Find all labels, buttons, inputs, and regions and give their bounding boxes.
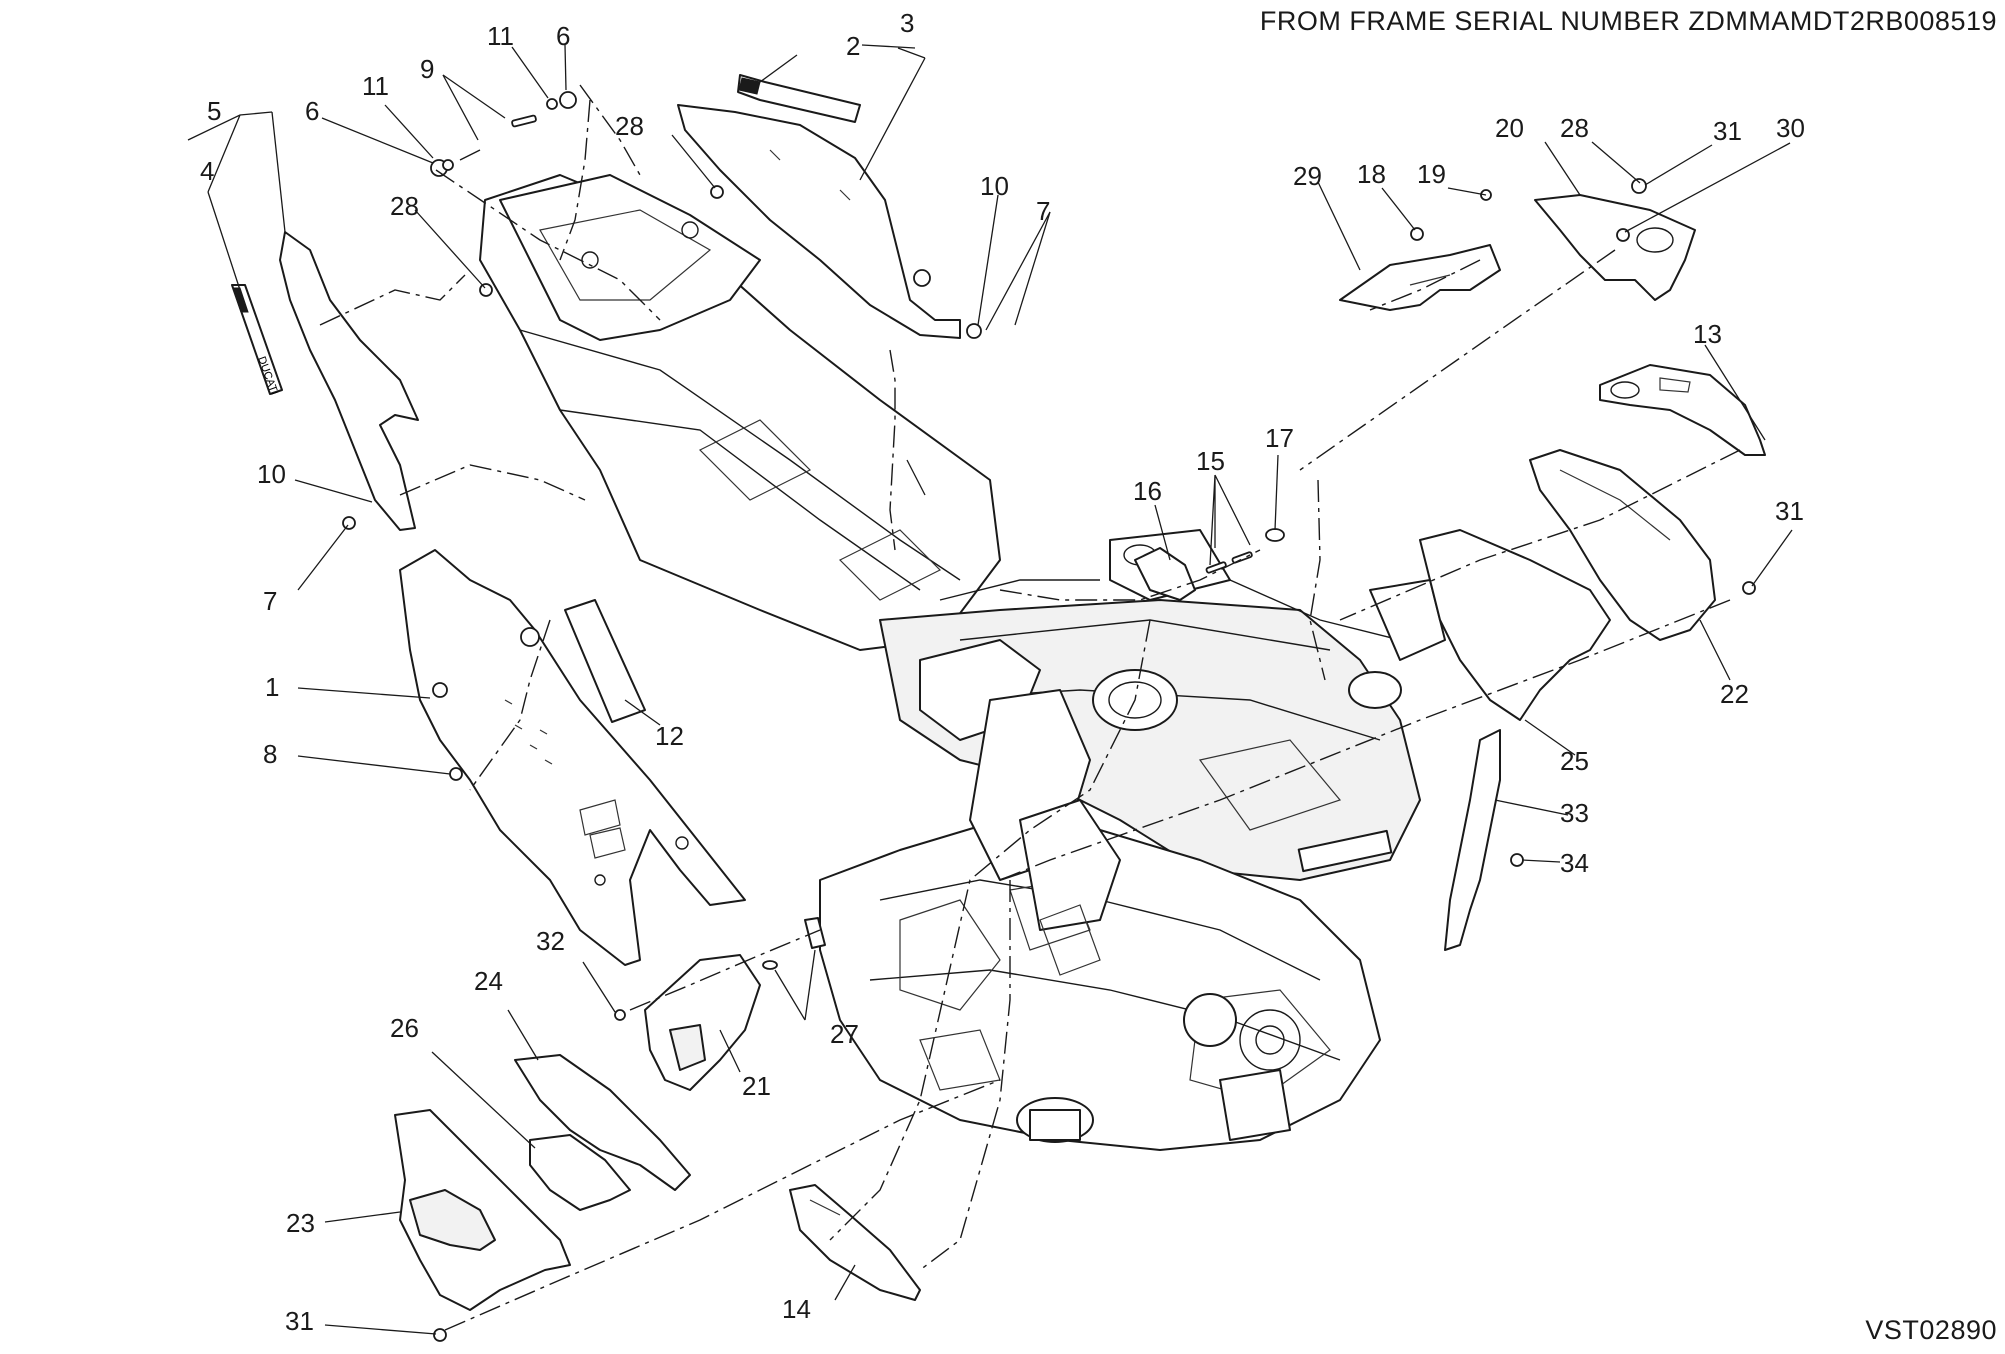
bolt-34 (1510, 853, 1524, 867)
part-21-cover (644, 954, 761, 1091)
part-33-bracket (1444, 729, 1501, 951)
nut-7-right (966, 323, 982, 339)
part-14-heat-shield (789, 1184, 921, 1301)
washer-6-top (559, 91, 577, 109)
callout-20: 20 (1495, 113, 1524, 143)
callout-13: 13 (1693, 319, 1722, 349)
callout-11-left: 11 (362, 71, 389, 101)
part-29-bracket (1339, 244, 1501, 311)
callout-9: 9 (420, 54, 434, 84)
callout-16: 16 (1133, 476, 1162, 506)
callout-33: 33 (1560, 798, 1589, 828)
callout-23: 23 (286, 1208, 315, 1238)
bolt-32 (614, 1009, 626, 1021)
bolt-31-top (1631, 178, 1647, 194)
upper-fairing-shell (677, 104, 961, 339)
callout-2: 2 (846, 31, 860, 61)
bolt-31-bottom (433, 1328, 447, 1342)
callout-12: 12 (655, 721, 684, 751)
callout-32: 32 (536, 926, 565, 956)
callout-24: 24 (474, 966, 503, 996)
callout-34: 34 (1560, 848, 1589, 878)
clip-28-center (710, 185, 724, 199)
callout-28-center: 28 (615, 111, 644, 141)
part-24-cover (514, 1054, 691, 1191)
callout-10-left: 10 (257, 459, 286, 489)
callout-25: 25 (1560, 746, 1589, 776)
nut-8 (449, 767, 463, 781)
callout-6-top: 6 (556, 21, 570, 51)
callout-15: 15 (1196, 446, 1225, 476)
frame-and-engine-assembly (479, 174, 1446, 1151)
callout-19: 19 (1417, 159, 1446, 189)
callout-10-right: 10 (980, 171, 1009, 201)
fasteners (342, 91, 1756, 1342)
callout-29: 29 (1293, 161, 1322, 191)
callout-22: 22 (1720, 679, 1749, 709)
part-26-pad (529, 1134, 631, 1211)
bolt-18 (1410, 227, 1424, 241)
drawing-code: VST02890 (1865, 1315, 1997, 1345)
callout-numbers: 1 2 3 4 5 6 6 7 7 8 9 10 10 11 11 12 13 … (200, 8, 1805, 1336)
callout-7-left: 7 (263, 586, 277, 616)
callout-28-left: 28 (390, 191, 419, 221)
callout-6-left: 6 (305, 96, 319, 126)
part-17-washer (1265, 528, 1285, 542)
part-13-cover (1599, 364, 1766, 456)
callout-21: 21 (742, 1071, 771, 1101)
tail-fairing-shell (279, 231, 419, 531)
callout-31-bottom: 31 (285, 1306, 314, 1336)
part-25-panel (1419, 529, 1611, 721)
callout-14: 14 (782, 1294, 811, 1324)
part-4-5-tail-fairing: DUCATI (231, 231, 419, 531)
callout-26: 26 (390, 1013, 419, 1043)
part-23-fairing (394, 1109, 571, 1311)
callout-8: 8 (263, 739, 277, 769)
callout-28-right: 28 (1560, 113, 1589, 143)
part-2-decal (737, 74, 861, 123)
bolt-7-left (342, 516, 356, 530)
side-panel-shell (399, 549, 746, 966)
callout-3: 3 (900, 8, 914, 38)
callout-27: 27 (830, 1019, 859, 1049)
part-22-fairing (1529, 449, 1716, 641)
callout-1: 1 (265, 672, 279, 702)
callout-11-top: 11 (487, 21, 514, 51)
part-12-decal (564, 599, 646, 723)
leader-lines (187, 44, 1793, 1335)
callout-4: 4 (200, 156, 214, 186)
part-2-3-upper-fairing (677, 74, 961, 339)
frame-serial-caption: FROM FRAME SERIAL NUMBER ZDMMAMDT2RB0085… (1259, 6, 1997, 36)
part-20-cover (1534, 194, 1696, 301)
part-1-side-panel (399, 549, 746, 966)
callout-7-right: 7 (1036, 196, 1050, 226)
tail-seat-base (499, 174, 761, 341)
callout-30: 30 (1776, 113, 1805, 143)
callout-18: 18 (1357, 159, 1386, 189)
callout-31-top: 31 (1713, 116, 1742, 146)
part-27-clip (804, 917, 826, 949)
assembly-lines (319, 84, 1741, 1331)
callout-17: 17 (1265, 423, 1294, 453)
callout-5: 5 (207, 96, 221, 126)
callout-31-right: 31 (1775, 496, 1804, 526)
clip-28-left (479, 283, 493, 297)
